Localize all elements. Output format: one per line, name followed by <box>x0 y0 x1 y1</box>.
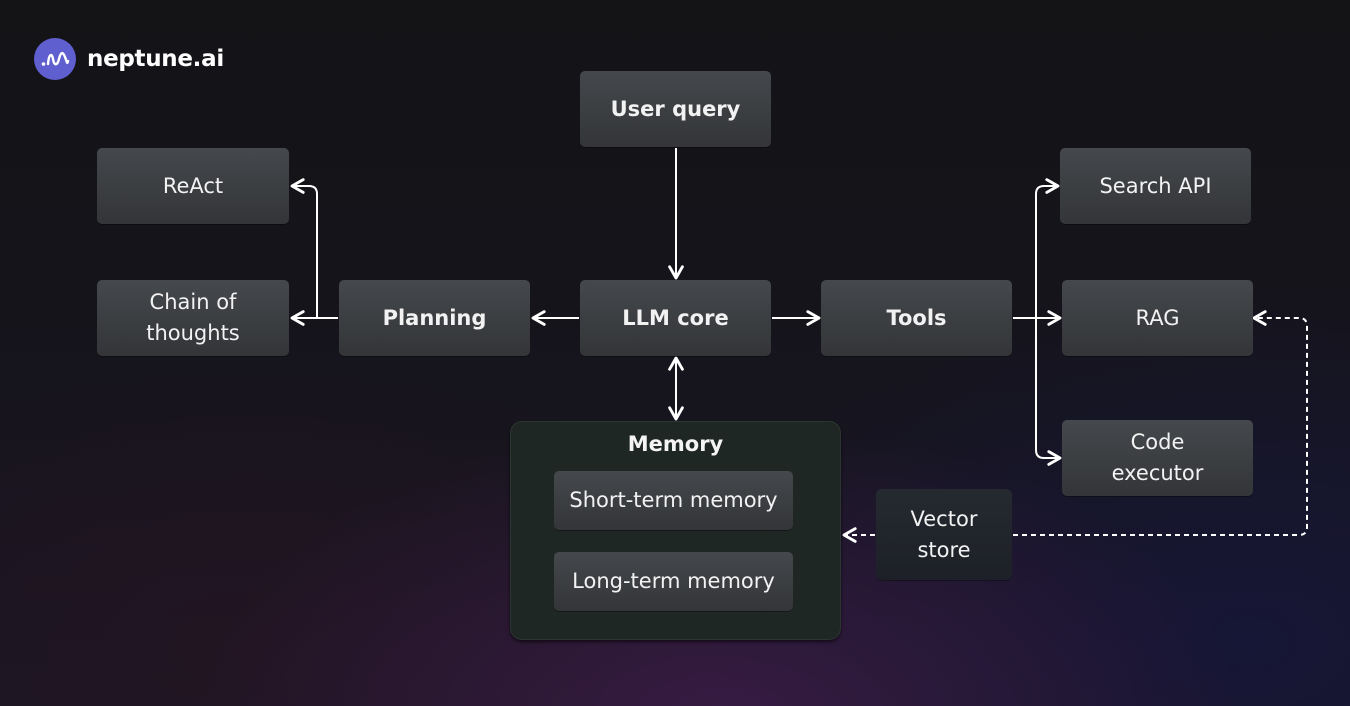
node-user-query: User query <box>580 71 771 147</box>
memory-item-long-term-label: Long-term memory <box>572 569 775 593</box>
edge-tools-codeexecutor <box>1035 318 1062 466</box>
node-llm-core-label: LLM core <box>622 305 729 330</box>
brand-name: neptune.ai <box>87 46 224 72</box>
node-code-executor: Code executor <box>1062 420 1253 496</box>
node-react: ReAct <box>97 148 289 224</box>
node-react-label: ReAct <box>162 173 224 198</box>
memory-item-long-term: Long-term memory <box>554 552 793 611</box>
node-vector-store: Vector store <box>876 489 1012 580</box>
edge-tools-searchapi <box>1035 178 1060 318</box>
edge-vectorstore-rag <box>1013 310 1308 536</box>
node-vector-store-line2: store <box>917 537 971 562</box>
memory-title: Memory <box>627 432 724 456</box>
memory-item-short-term-label: Short-term memory <box>569 488 778 512</box>
node-search-api: Search API <box>1060 148 1251 224</box>
node-vector-store-line1: Vector <box>910 506 978 531</box>
node-tools: Tools <box>821 280 1012 356</box>
node-planning-label: Planning <box>382 305 487 330</box>
node-chain-of-thoughts-line2: thoughts <box>146 321 240 345</box>
node-rag-label: RAG <box>1135 305 1180 330</box>
neptune-wave-logo-icon <box>34 38 76 80</box>
node-code-executor-line2: executor <box>1111 461 1204 485</box>
node-chain-of-thoughts-line1: Chain of <box>149 290 237 314</box>
edge-planning-react <box>290 178 318 318</box>
node-llm-core: LLM core <box>580 280 771 356</box>
node-search-api-label: Search API <box>1099 173 1212 198</box>
node-user-query-label: User query <box>610 96 741 121</box>
node-planning: Planning <box>339 280 530 356</box>
node-code-executor-line1: Code <box>1130 430 1185 454</box>
node-chain-of-thoughts: Chain of thoughts <box>97 280 289 356</box>
node-rag: RAG <box>1062 280 1253 356</box>
node-tools-label: Tools <box>886 305 947 330</box>
brand-logo: neptune.ai <box>34 38 224 80</box>
memory-item-short-term: Short-term memory <box>554 471 793 530</box>
